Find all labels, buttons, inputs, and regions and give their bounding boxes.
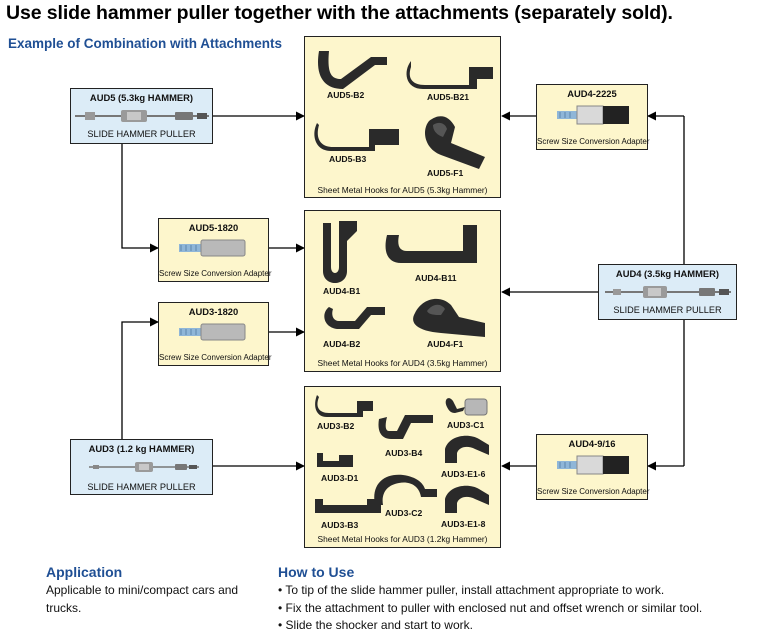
part-label: AUD3-E1-6 <box>441 469 486 479</box>
hook-icon <box>324 307 385 329</box>
adapter-label: Screw Size Conversion Adapter <box>159 353 272 362</box>
hook-icon <box>318 51 387 89</box>
puller-aud5: AUD5 (5.3kg HAMMER) SLIDE HAMMER PULLER <box>70 88 213 144</box>
application-line: trucks. <box>46 600 82 615</box>
hook-icon <box>385 225 477 263</box>
part-label: AUD5-B21 <box>427 92 470 102</box>
hook-icon <box>314 123 399 151</box>
adapter-aud5-1820: AUD5-1820 Screw Size Conversion Adapter <box>158 218 272 282</box>
how-to-use-list: To tip of the slide hammer puller, insta… <box>278 582 702 635</box>
how-to-use-step: Slide the shocker and start to work. <box>278 617 702 635</box>
hook-icon <box>317 453 353 467</box>
hook-icon <box>406 61 493 89</box>
application-text: Applicable to mini/compact cars and truc… <box>46 582 238 617</box>
hook-set-caption: Sheet Metal Hooks for AUD3 (1.2kg Hammer… <box>317 534 488 544</box>
adapter-icon <box>557 105 629 125</box>
hook-icon <box>374 474 437 505</box>
part-label: AUD3-C1 <box>447 420 485 430</box>
puller-label: SLIDE HAMMER PULLER <box>87 129 196 139</box>
adapter-aud3-1820: AUD3-1820 Screw Size Conversion Adapter <box>158 302 272 366</box>
part-label: AUD3-D1 <box>321 473 359 483</box>
arrow-aud5-to-adapter <box>121 143 159 253</box>
part-label: AUD4-B2 <box>323 339 361 349</box>
part-label: AUD4-B11 <box>415 273 457 283</box>
adapter-icon <box>179 239 246 257</box>
part-label: AUD5-F1 <box>427 168 464 178</box>
diagram-subtitle: Example of Combination with Attachments <box>8 36 283 51</box>
part-label: AUD4-F1 <box>427 339 464 349</box>
hook-icon <box>323 221 357 283</box>
hook-icon <box>315 395 373 417</box>
slide-hammer-icon <box>89 462 199 472</box>
puller-model: AUD5 (5.3kg HAMMER) <box>89 92 194 103</box>
how-to-use-heading: How to Use <box>278 564 355 580</box>
part-label: AUD3-B3 <box>321 520 359 530</box>
puller-aud4: AUD4 (3.5kg HAMMER) SLIDE HAMMER PULLER <box>598 264 737 320</box>
adapter-label: Screw Size Conversion Adapter <box>537 487 650 496</box>
hook-icon <box>378 415 433 439</box>
hook-icon <box>445 398 488 416</box>
slide-hammer-icon <box>605 286 731 298</box>
how-to-use-step: Fix the attachment to puller with enclos… <box>278 600 703 618</box>
part-label: AUD5-B3 <box>329 154 367 164</box>
hook-icon <box>425 116 485 169</box>
arrow-aud3-to-adapter <box>121 317 159 440</box>
part-label: AUD3-E1-8 <box>441 519 486 529</box>
part-label: AUD3-B2 <box>317 421 355 431</box>
adapter-label: Screw Size Conversion Adapter <box>159 269 272 278</box>
hook-set-aud3: AUD3-B2 AUD3-C1 AUD3-B4 AUD3-D1 AUD3-E1-… <box>304 386 501 548</box>
puller-label: SLIDE HAMMER PULLER <box>613 305 722 315</box>
adapter-model: AUD3-1820 <box>188 306 239 317</box>
hook-icon <box>413 298 485 337</box>
how-to-use-step: To tip of the slide hammer puller, insta… <box>278 582 702 600</box>
application-line: Applicable to mini/compact cars and <box>46 583 239 597</box>
application-heading: Application <box>46 564 123 580</box>
adapter-model: AUD4-2225 <box>567 88 617 99</box>
adapter-aud4-2225: AUD4-2225 Screw Size Conversion Adapter <box>536 84 650 150</box>
hook-set-caption: Sheet Metal Hooks for AUD5 (5.3kg Hammer… <box>317 185 488 195</box>
hook-set-aud5: AUD5-B2 AUD5-B21 AUD5-B3 AUD5-F1 Sheet M… <box>304 36 501 198</box>
adapter-model: AUD5-1820 <box>188 222 239 233</box>
hook-set-caption: Sheet Metal Hooks for AUD4 (3.5kg Hammer… <box>317 358 488 368</box>
puller-aud3: AUD3 (1.2 kg HAMMER) SLIDE HAMMER PULLER <box>70 439 213 495</box>
puller-model: AUD4 (3.5kg HAMMER) <box>615 268 720 279</box>
hook-set-aud4: AUD4-B1 AUD4-B11 AUD4-B2 AUD4-F1 Sheet M… <box>304 210 501 372</box>
part-label: AUD5-B2 <box>327 90 365 100</box>
hook-icon <box>445 485 489 513</box>
hook-icon <box>445 435 489 463</box>
adapter-icon <box>557 455 629 475</box>
adapter-aud4-916: AUD4-9/16 Screw Size Conversion Adapter <box>536 434 650 500</box>
part-label: AUD4-B1 <box>323 286 361 296</box>
part-label: AUD3-C2 <box>385 508 423 518</box>
adapter-label: Screw Size Conversion Adapter <box>537 137 650 146</box>
hook-icon <box>315 499 381 513</box>
puller-label: SLIDE HAMMER PULLER <box>87 482 196 492</box>
adapter-model: AUD4-9/16 <box>568 438 616 449</box>
puller-model: AUD3 (1.2 kg HAMMER) <box>88 443 195 454</box>
adapter-icon <box>179 323 246 341</box>
slide-hammer-icon <box>75 110 209 122</box>
part-label: AUD3-B4 <box>385 448 423 458</box>
page-title: Use slide hammer puller together with th… <box>6 2 673 24</box>
